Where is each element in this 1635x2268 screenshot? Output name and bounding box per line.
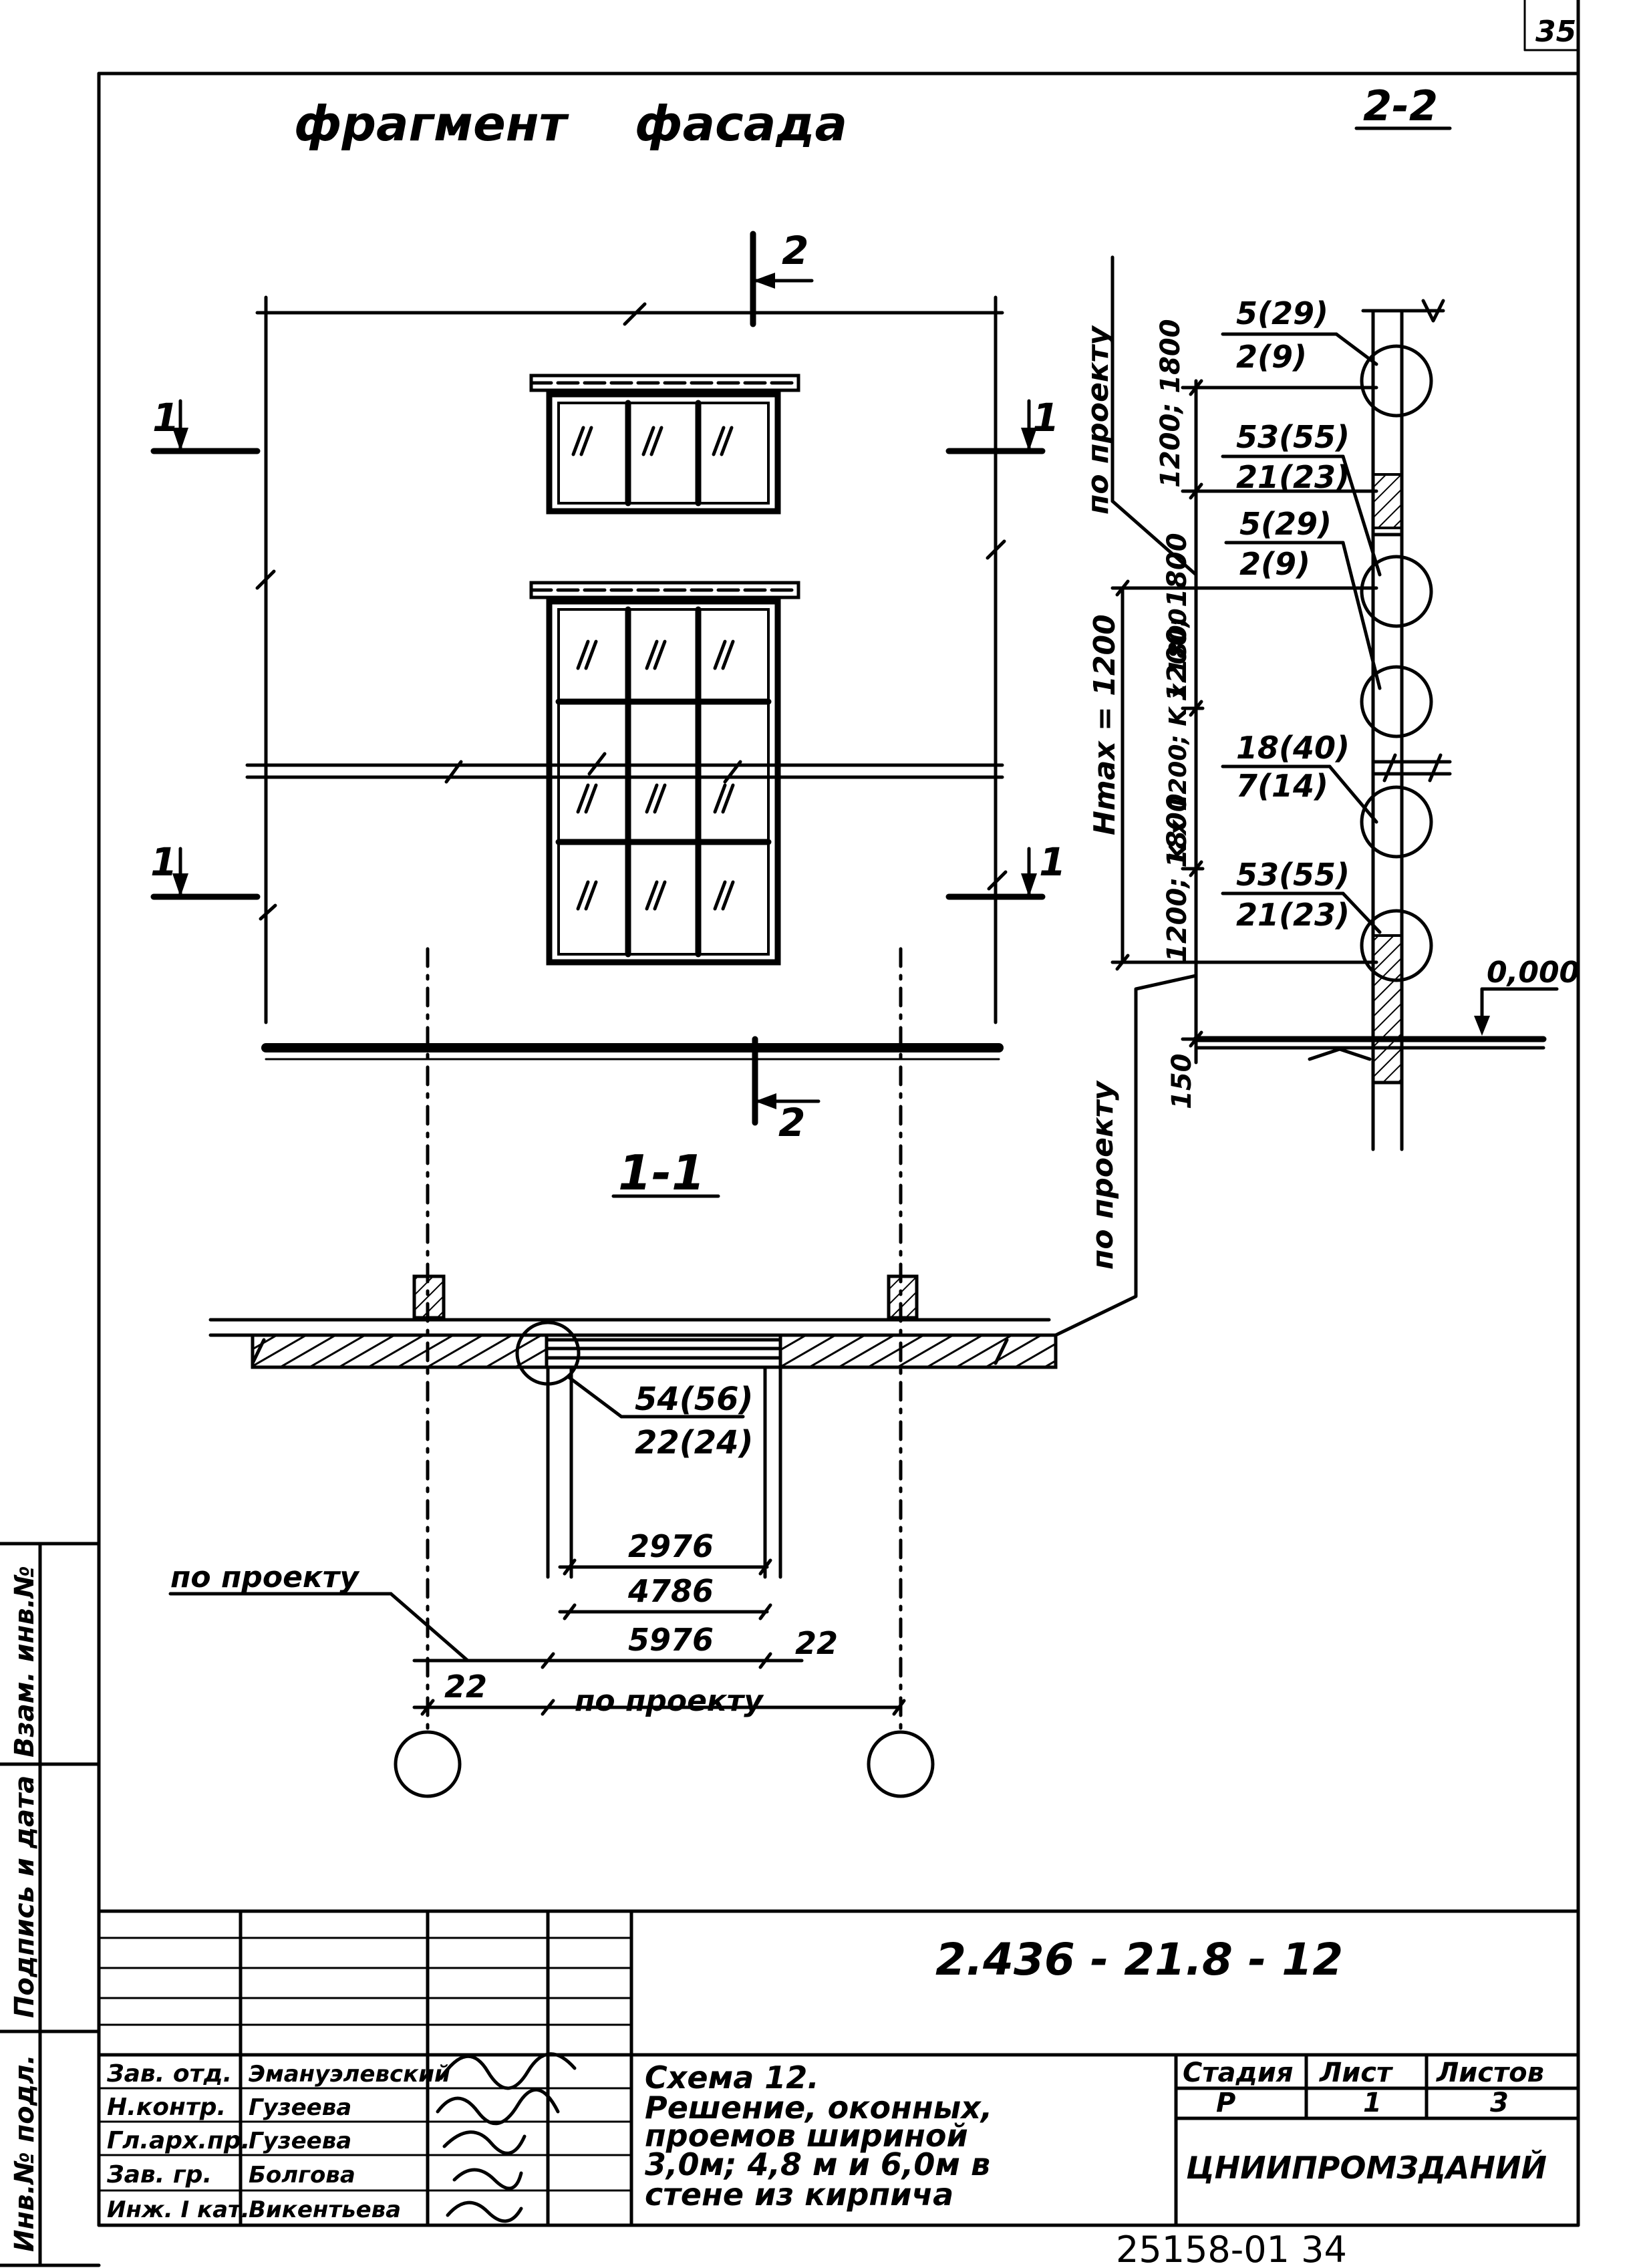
cut-label-1-left-bottom: 1 — [150, 839, 177, 885]
sheet-header: Лист — [1319, 2058, 1394, 2088]
drawing-code: 2.436 - 21.8 - 12 — [935, 1934, 1343, 1985]
desc-line-2: проемов шириной — [645, 2118, 968, 2154]
section-1-1-plan: 54(56) 22(24) 2976 4786 5976 22 22 по пр… — [168, 974, 1198, 1798]
sheets-value: 3 — [1490, 2088, 1509, 2118]
title-block: 2.436 - 21.8 - 12 Зав. отд. Эмануэлевски… — [97, 1909, 1580, 2227]
organization-name: ЦНИИПРОМЗДАНИЙ — [1186, 2150, 1547, 2186]
role-0: Зав. отд. — [106, 2060, 232, 2088]
title-block-roles: Зав. отд. Эмануэлевский Н.контр. Гузеева… — [106, 2060, 450, 2223]
side-stamp-inv: Инв.№ подл. — [9, 2054, 40, 2252]
title-description: Схема 12. Решение, оконных, проемов шири… — [645, 2060, 992, 2213]
dim-4786: 4786 — [627, 1573, 714, 1609]
dim-hmax: Hmax = 1200 — [1088, 614, 1122, 835]
dim-22-left: 22 — [444, 1669, 487, 1705]
lower-window — [529, 581, 800, 966]
cut-label-1-right-bottom: 1 — [1039, 839, 1066, 885]
title-fragment: фрагмент — [294, 96, 570, 152]
callout-2-2-0: 5(29) 2(9) — [1221, 295, 1378, 375]
corner-sheet-number: 35 — [1535, 15, 1576, 49]
sheets-header: Листов — [1436, 2058, 1544, 2088]
dim-22-right: 22 — [795, 1625, 838, 1661]
name-4: Викентьева — [249, 2196, 401, 2223]
role-4: Инж. I кат. — [107, 2196, 250, 2223]
facade-fragment: 2 1 1 1 1 — [150, 228, 1066, 1739]
cut-label-1-right-top: 1 — [1032, 395, 1059, 440]
sheet-value: 1 — [1363, 2088, 1382, 2118]
callout-2-2-3: 18(40) 7(14) — [1221, 730, 1378, 824]
role-1: Н.контр. — [107, 2094, 226, 2121]
callout-2-2-1: 53(55) 21(23) — [1221, 419, 1382, 577]
svg-text:53(55): 53(55) — [1236, 857, 1350, 893]
section-mark-2-2: 2-2 — [1363, 82, 1438, 130]
desc-line-3: 3,0м; 4,8 м и 6,0м в — [645, 2146, 990, 2182]
cut-label-2-top: 2 — [782, 228, 808, 273]
svg-text:7(14): 7(14) — [1236, 768, 1328, 804]
dim-1200-1800-top: 1200; 1800 — [1155, 319, 1186, 488]
role-2: Гл.арх.пр. — [107, 2127, 250, 2154]
svg-text:18(40): 18(40) — [1236, 730, 1350, 766]
cut-label-1-left-top: 1 — [152, 395, 179, 440]
level-mark: 0,000 — [1487, 956, 1580, 990]
section-mark-1-1: 1-1 — [618, 1145, 705, 1201]
svg-text:2(9): 2(9) — [1236, 339, 1307, 375]
bottom-stamp-number: 25158-01 34 — [1116, 2229, 1347, 2268]
dim-5976: 5976 — [628, 1622, 714, 1658]
desc-line-4: стене из кирпича — [645, 2176, 953, 2213]
dim-po-proektu-bottom: по проекту — [1086, 1080, 1120, 1270]
name-0: Эмануэлевский — [249, 2061, 450, 2088]
name-2: Гузеева — [249, 2128, 351, 2154]
po-proektu-left: по проекту — [170, 1560, 360, 1594]
svg-text:5(29): 5(29) — [1236, 295, 1328, 331]
svg-text:5(29): 5(29) — [1239, 506, 1332, 542]
dim-150: 150 — [1167, 1054, 1197, 1110]
svg-text:53(55): 53(55) — [1236, 419, 1350, 455]
section-2-2: 0,000 5(29) 2(9) 53(55) 21(23) 5(29) 2(9… — [1081, 255, 1580, 1270]
svg-text:21(23): 21(23) — [1236, 459, 1350, 495]
desc-line-1: Решение, оконных, — [645, 2090, 992, 2126]
role-3: Зав. гр. — [106, 2161, 212, 2188]
title-facade: фасада — [635, 96, 847, 152]
callout-2-2-2: 5(29) 2(9) — [1224, 506, 1382, 690]
side-stamp-sign: Подпись и дата — [9, 1776, 40, 2018]
po-proektu-bottom: по проекту — [575, 1684, 764, 1718]
upper-window — [529, 374, 800, 515]
callout-1-1-top: 54(56) — [635, 1381, 753, 1418]
stage-header: Стадия — [1183, 2058, 1294, 2088]
svg-text:2(9): 2(9) — [1239, 546, 1310, 582]
side-stamp: Инв.№ подл. Подпись и дата Взам. инв.№ — [0, 1542, 101, 2267]
dim-2976: 2976 — [628, 1528, 714, 1564]
signatures — [436, 2052, 577, 2223]
cut-label-2-bottom: 2 — [778, 1100, 805, 1145]
dim-1200-1800-mid: 1200; 1800 — [1162, 533, 1193, 702]
dim-kx: K x 1200; K x 1800 — [1165, 608, 1192, 862]
sheet-frame — [97, 0, 1580, 2227]
callout-2-2-4: 53(55) 21(23) — [1221, 857, 1382, 934]
dim-po-proektu-top: по проекту — [1081, 325, 1115, 515]
side-stamp-replace: Взам. инв.№ — [9, 1566, 40, 1757]
dim-1200-1800-low: 1200; 1800 — [1162, 793, 1193, 962]
name-3: Болгова — [249, 2162, 355, 2188]
stage-value: Р — [1216, 2088, 1235, 2118]
desc-line-0: Схема 12. — [645, 2060, 819, 2096]
svg-text:21(23): 21(23) — [1236, 897, 1350, 933]
callout-1-1-bottom: 22(24) — [635, 1424, 753, 1461]
name-1: Гузеева — [249, 2094, 351, 2121]
